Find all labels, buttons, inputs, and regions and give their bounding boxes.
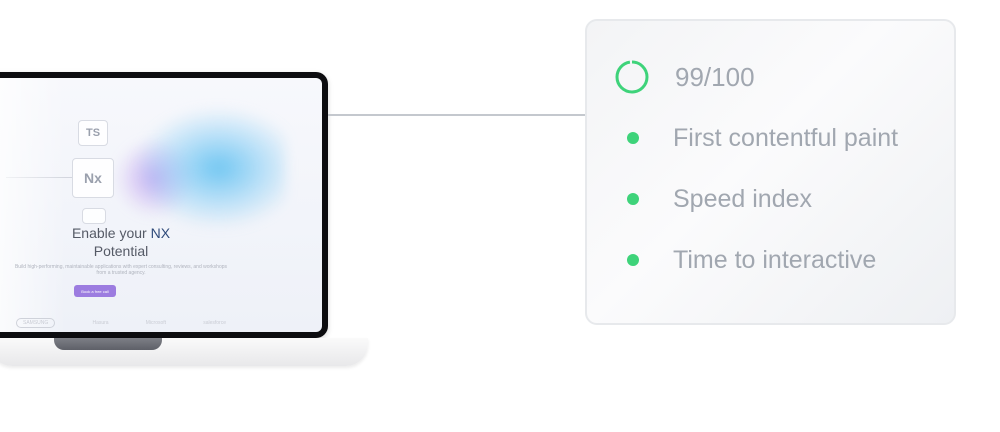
metric-first-contentful-paint: First contentful paint [627, 118, 898, 158]
metric-time-to-interactive: Time to interactive [627, 240, 876, 280]
progress-ring-icon [615, 60, 649, 94]
client-logos: SAMSUNG Hasura Microsoft salesforce [16, 318, 226, 328]
small-tile-icon [82, 208, 106, 224]
metric-label: Time to interactive [673, 245, 877, 274]
logo-hasura: Hasura [92, 320, 109, 326]
logo-salesforce: salesforce [203, 320, 226, 326]
metric-label: First contentful paint [673, 123, 899, 152]
website-preview: TS Nx Enable your NX Potential Build hig… [0, 78, 322, 332]
status-dot-icon [627, 193, 639, 205]
metric-label: Speed index [673, 184, 813, 213]
connector-line [328, 114, 586, 116]
hero-title: Enable your NX Potential [16, 224, 226, 260]
metric-speed-index: Speed index [627, 179, 812, 219]
performance-score: 99/100 [675, 61, 755, 92]
typescript-tile-icon: TS [78, 120, 108, 146]
logo-samsung: SAMSUNG [16, 318, 56, 328]
performance-card: 99/100 First contentful paint Speed inde… [585, 19, 956, 325]
nx-tile-icon: Nx [72, 158, 114, 198]
hero-title-part2: Potential [93, 243, 149, 259]
logo-microsoft: Microsoft [145, 320, 167, 326]
laptop-notch [54, 338, 162, 350]
status-dot-icon [627, 254, 639, 266]
hero-title-part1: Enable your [71, 225, 151, 241]
hero-title-nx: NX [150, 225, 171, 241]
status-dot-icon [627, 132, 639, 144]
score-row: 99/100 [615, 57, 755, 97]
book-call-button[interactable]: Book a free call [74, 285, 116, 297]
hero-glow-blue [136, 108, 286, 228]
hero-subtitle: Build high-performing, maintainable appl… [14, 264, 228, 276]
screen-fade [0, 78, 66, 332]
laptop-mockup: TS Nx Enable your NX Potential Build hig… [0, 0, 380, 380]
laptop-lid: TS Nx Enable your NX Potential Build hig… [0, 72, 328, 338]
